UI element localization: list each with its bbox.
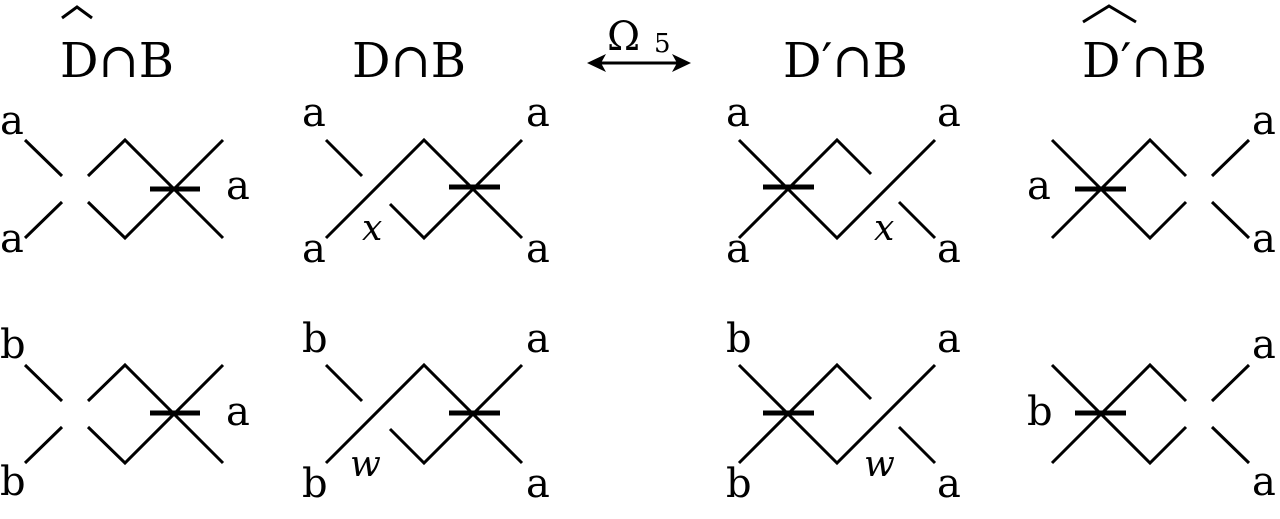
omega5-move: Ω 5 xyxy=(587,14,691,72)
label-bottom-left: a xyxy=(302,226,326,272)
diagram-row1-col2: a a a a x xyxy=(302,90,550,272)
diagram-row1-col1: a a a xyxy=(0,98,250,262)
label-top-right: a xyxy=(937,316,961,362)
label-top-right: a xyxy=(1252,98,1276,144)
label-top-right: a xyxy=(937,90,961,136)
label-bottom-right: a xyxy=(937,226,961,272)
label-bottom-left: a xyxy=(726,226,750,272)
label-bottom-right: a xyxy=(1252,216,1276,262)
label-bottom-right: a xyxy=(526,226,550,272)
header-col1-label: D∩B xyxy=(60,33,174,89)
header-col1: D∩B xyxy=(60,5,174,89)
label-top-left: a xyxy=(726,90,750,136)
label-left: b xyxy=(1027,389,1053,435)
diagram-row2-col1: b b a xyxy=(0,322,250,505)
omega-label: Ω xyxy=(607,14,640,60)
wide-hat-accent-icon xyxy=(1082,4,1137,24)
label-right: a xyxy=(226,163,250,209)
label-top-left: b xyxy=(0,322,26,368)
label-top-right: a xyxy=(1252,322,1276,368)
label-bottom-right: a xyxy=(526,461,550,507)
diagram-row1-col4: a a a a x xyxy=(726,90,961,272)
header-col5: D′∩B xyxy=(1082,4,1207,89)
crossing-label: w xyxy=(864,444,895,485)
label-bottom-left: a xyxy=(0,216,24,262)
label-top-left: b xyxy=(726,316,752,362)
header-col5-label: D′∩B xyxy=(1082,33,1207,89)
diagram-row1-col5: a a a xyxy=(1027,98,1276,262)
label-bottom-right: a xyxy=(937,461,961,507)
label-top-right: a xyxy=(526,316,550,362)
header-col2-label: D∩B xyxy=(352,33,466,89)
hat-accent-icon xyxy=(61,5,93,20)
crossing-label: w xyxy=(350,444,381,485)
label-bottom-left: b xyxy=(302,461,328,507)
crossing-label: x xyxy=(874,208,894,249)
label-top-left: a xyxy=(0,98,24,144)
omega-subscript: 5 xyxy=(654,29,671,59)
label-bottom-left: b xyxy=(0,459,26,505)
label-bottom-right: a xyxy=(1252,459,1276,505)
crossing-label: x xyxy=(362,208,382,249)
label-top-right: a xyxy=(526,90,550,136)
label-right: a xyxy=(226,389,250,435)
label-left: a xyxy=(1027,163,1051,209)
diagram-row2-col4: b b a a w xyxy=(726,316,961,507)
label-top-left: a xyxy=(302,90,326,136)
label-bottom-left: b xyxy=(726,461,752,507)
diagram-row2-col2: b b a a w xyxy=(302,316,550,507)
double-arrow-icon xyxy=(587,54,691,72)
diagram-row2-col5: b a a xyxy=(1027,322,1276,505)
label-top-left: b xyxy=(302,316,328,362)
header-col4-label: D′∩B xyxy=(783,33,908,89)
